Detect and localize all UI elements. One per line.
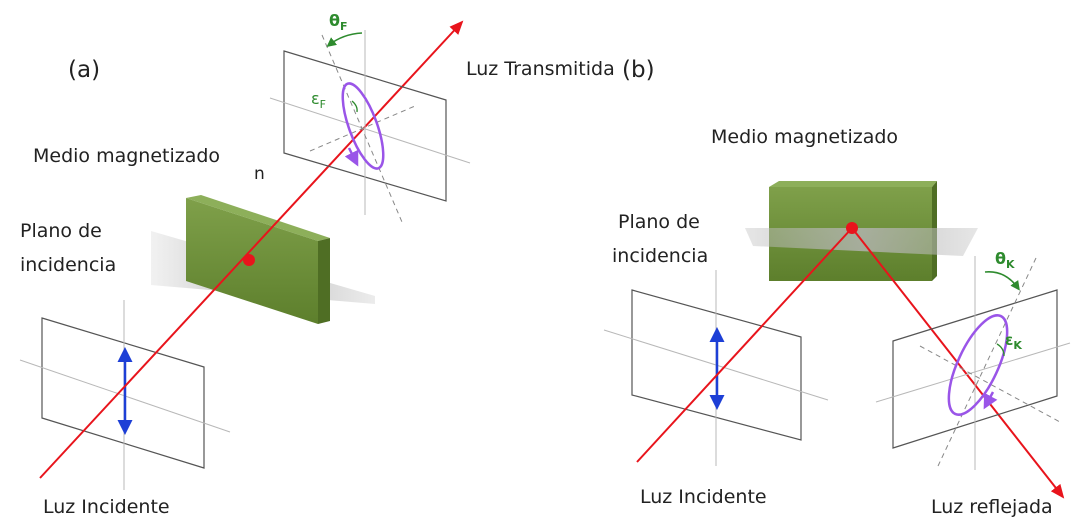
panel-b-incident-beam [636, 227, 853, 463]
panel-b-theta-label: θK [995, 249, 1015, 271]
panel-a-polarization-ellipse [341, 82, 385, 170]
panel-a-tag: (a) [68, 57, 101, 83]
panel-b-plane-label-line1: Plano de [618, 211, 700, 233]
panel-b-tag: (b) [622, 57, 655, 83]
panel-a-plane-label-line1: Plano de [20, 220, 102, 242]
panel-a-medium-label: Medio magnetizado [33, 145, 221, 167]
panel-a-epsilon-label: εF [311, 89, 326, 111]
panel-a-magnetized-sample [186, 195, 330, 324]
panel-a-transmitted-light-label: Luz Transmitida [466, 58, 615, 80]
panel-b-epsilon-label: εK [1005, 331, 1022, 352]
panel-a-epsilon-arc [351, 100, 358, 113]
panel-a-light-beam [39, 20, 464, 479]
panel-a-theta-label: θF [329, 11, 348, 33]
panel-b-plane-label-line2: incidencia [612, 245, 709, 267]
panel-a-ellipse-direction-arrow [344, 147, 359, 167]
panel-b-incident-light-label: Luz Incidente [640, 486, 767, 508]
panel-b-theta-arc [984, 271, 1020, 291]
panel-b-medium-label: Medio magnetizado [711, 126, 899, 148]
panel-b-incidence-spot [846, 222, 858, 234]
panel-b-reflected-light-label: Luz reflejada [931, 496, 1053, 518]
panel-b-polarization-ellipse [947, 314, 1009, 416]
panel-a-theta-arc [326, 32, 363, 47]
panel-a-transmitted-frame [269, 30, 471, 223]
panel-a-plane-label-line2: incidencia [20, 254, 117, 276]
panel-a-incident-light-label: Luz Incidente [43, 496, 170, 518]
panel-b-epsilon-arc [996, 343, 1005, 357]
panel-b-ellipse-direction-arrow [983, 391, 998, 410]
panel-b-plane-of-incidence [745, 228, 978, 256]
panel-b-reflected-frame [875, 256, 1071, 470]
panel-a-incidence-spot [243, 254, 255, 266]
panel-a-stray-mark: n [254, 164, 265, 184]
